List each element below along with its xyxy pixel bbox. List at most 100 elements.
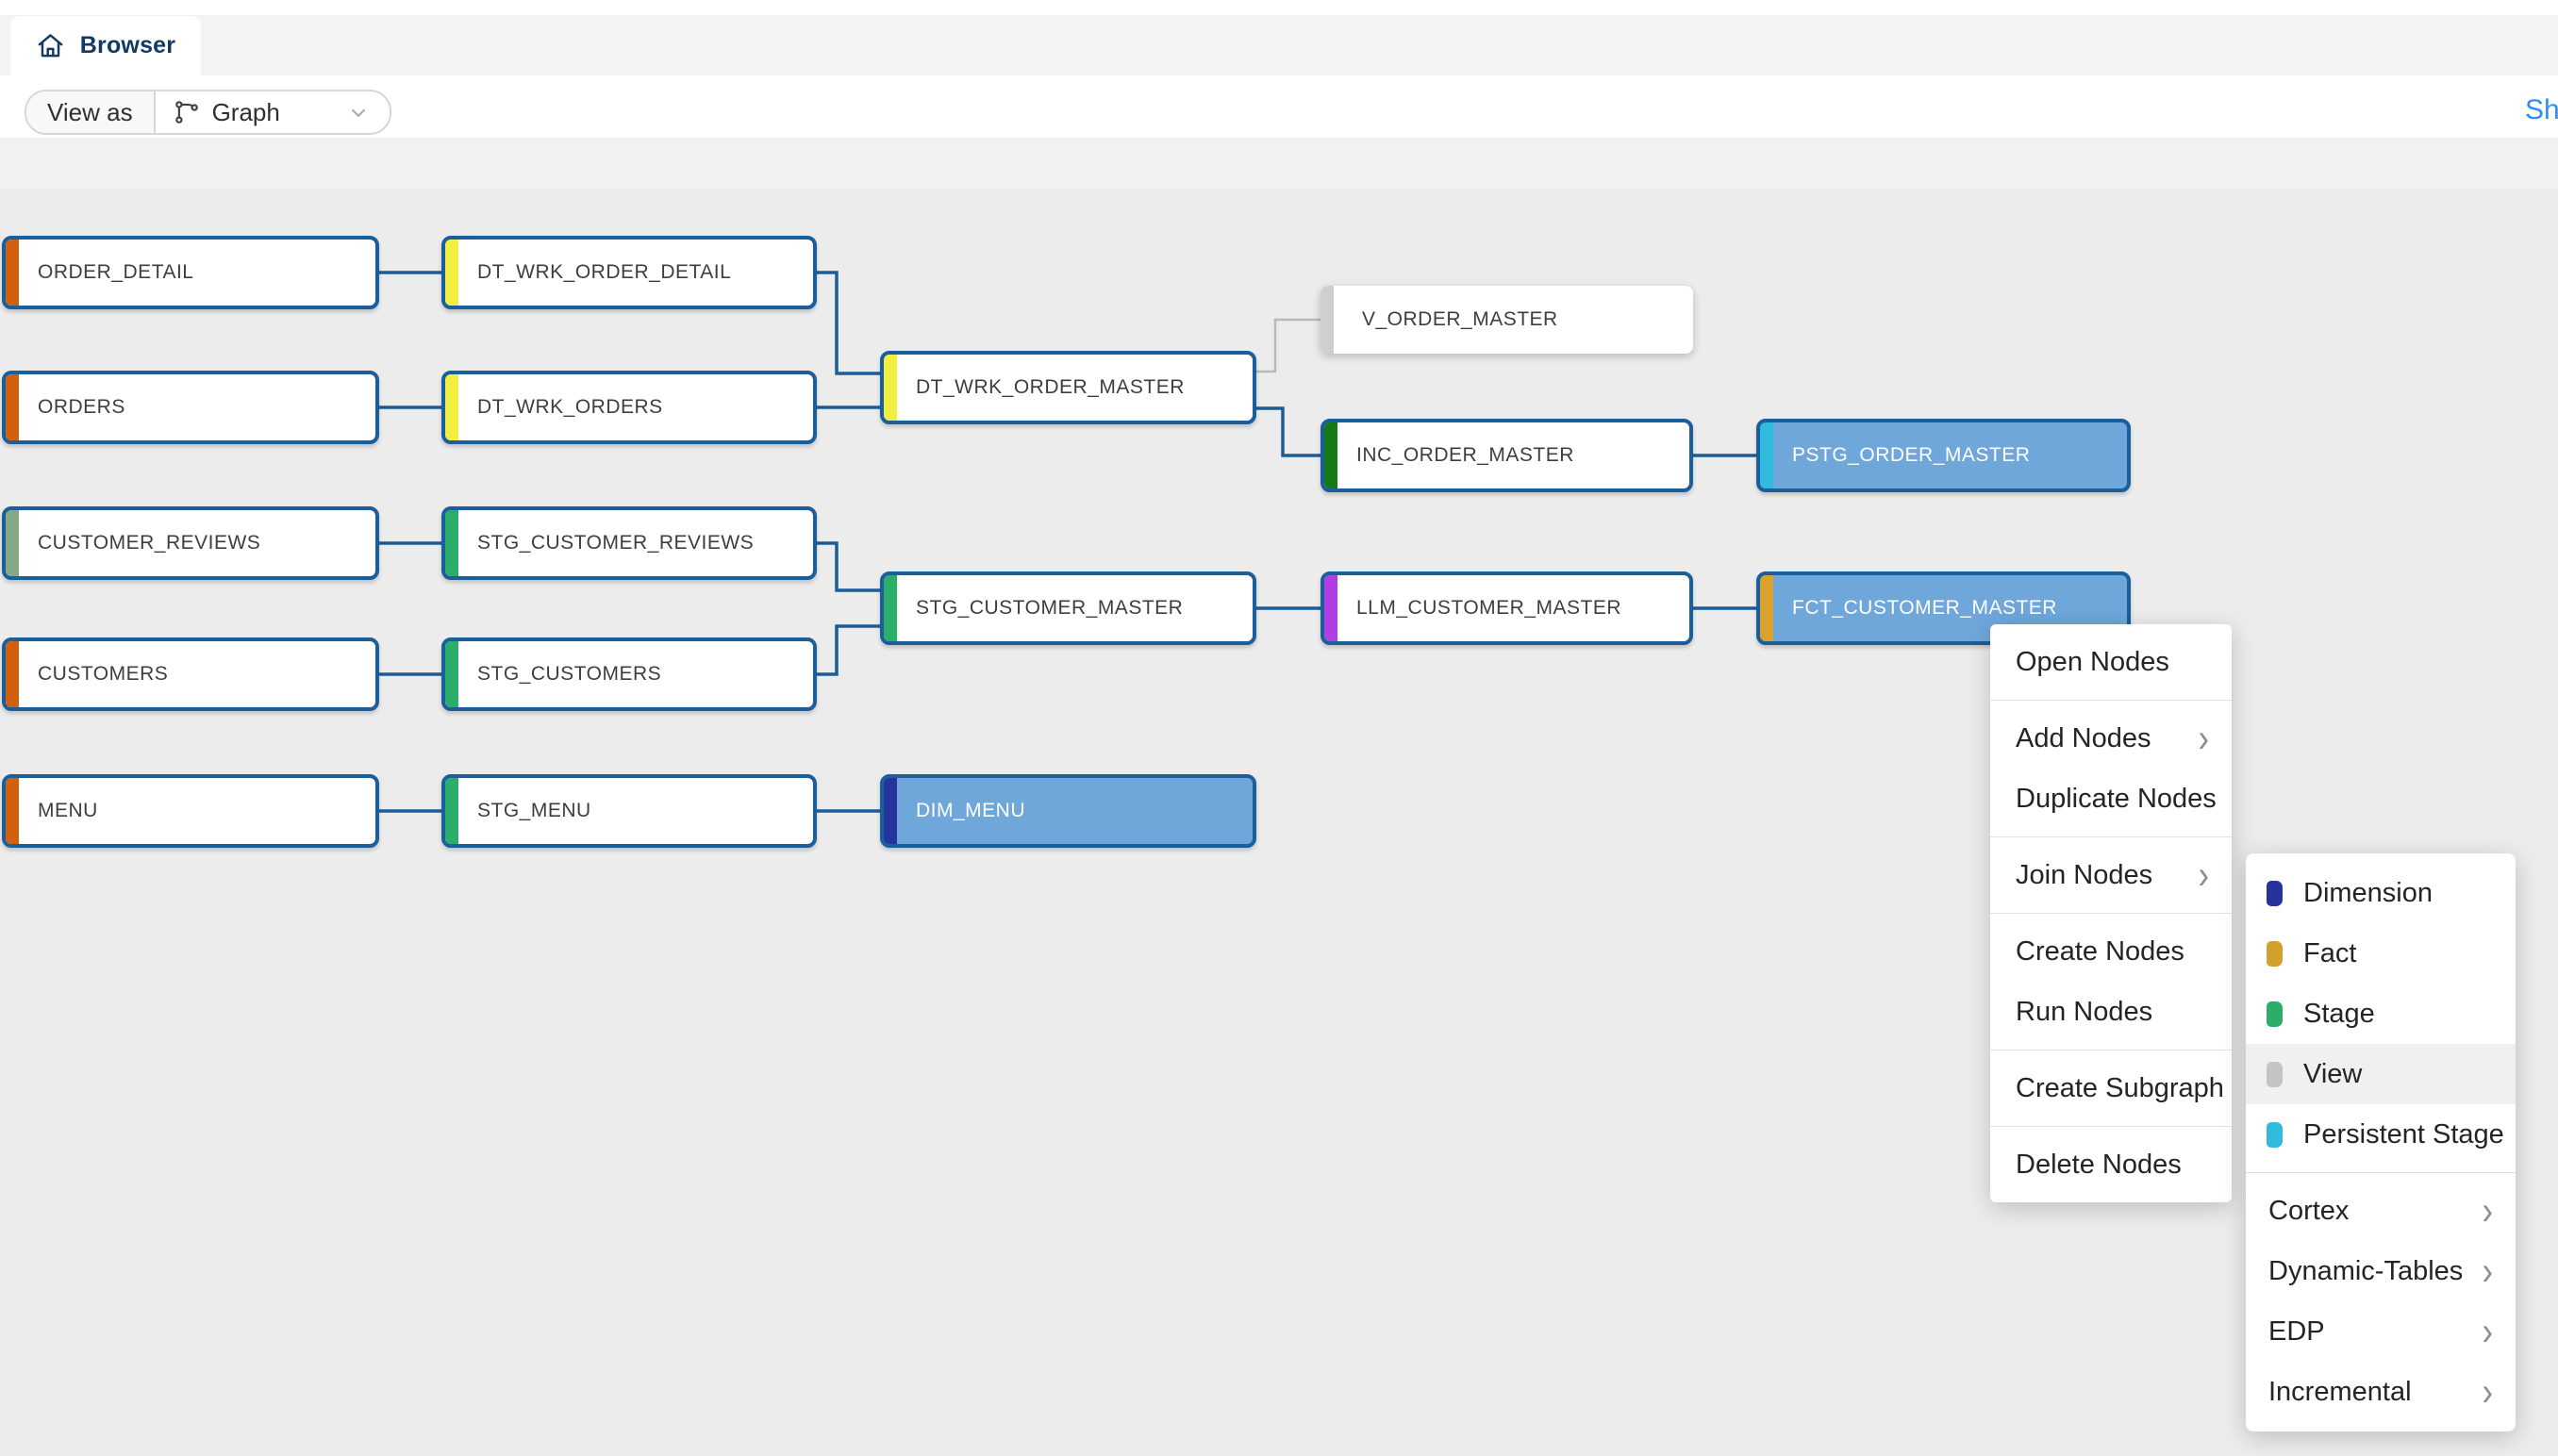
edge [1256,318,1321,373]
node-fct-customer-master[interactable]: FCT_CUSTOMER_MASTER [1756,571,2131,645]
submenu-item-incremental[interactable]: Incremental › [2246,1362,2516,1422]
submenu-arrow-icon: › [2198,716,2209,761]
node-label: FCT_CUSTOMER_MASTER [1792,597,2057,619]
submenu-arrow-icon: › [2482,1309,2493,1354]
window-top-strip [0,0,2558,15]
context-menu-item-run-nodes[interactable]: Run Nodes [1990,982,2232,1042]
node-type-bar [1321,286,1334,354]
node-label: DT_WRK_ORDER_DETAIL [477,261,732,283]
tab-browser[interactable]: Browser [10,16,201,75]
view-as-label: View as [26,91,156,133]
node-label: V_ORDER_MASTER [1362,308,1558,330]
submenu-arrow-icon: › [2482,1188,2493,1233]
node-label: ORDER_DETAIL [38,261,194,283]
menu-item-label: Fact [2303,937,2357,968]
menu-item-label: View [2303,1058,2363,1089]
submenu-item-persistent-stage[interactable]: Persistent Stage [2246,1104,2516,1165]
submenu-item-view[interactable]: View [2246,1044,2516,1104]
node-type-bar [6,240,19,306]
node-orders[interactable]: ORDERS [2,371,379,444]
menu-divider [1990,1126,2232,1127]
menu-divider [1990,836,2232,837]
node-inc-order-master[interactable]: INC_ORDER_MASTER [1321,419,1693,492]
menu-item-label: Stage [2303,998,2375,1029]
node-type-bar [445,778,458,844]
view-as-control[interactable]: View as Graph [25,90,391,135]
node-type-color-icon [2267,940,2283,967]
node-label: CUSTOMERS [38,663,169,685]
menu-item-label: Delete Nodes [2016,1149,2182,1180]
menu-item-label: Dynamic-Tables [2268,1255,2464,1286]
node-type-bar [884,355,897,421]
node-label: CUSTOMER_REVIEWS [38,532,261,554]
context-menu-item-create-subgraph[interactable]: Create Subgraph [1990,1058,2232,1118]
menu-item-label: Cortex [2268,1195,2350,1226]
node-menu[interactable]: MENU [2,774,379,848]
context-menu-item-join-nodes[interactable]: Join Nodes › [1990,845,2232,905]
node-type-bar [445,641,458,707]
menu-item-label: Dimension [2303,877,2433,908]
node-dim-menu[interactable]: DIM_MENU [880,774,1256,848]
menu-item-label: Run Nodes [2016,996,2153,1027]
node-type-bar [1324,422,1337,488]
top-right-link[interactable]: Sho [2525,94,2558,125]
context-menu-item-delete-nodes[interactable]: Delete Nodes [1990,1134,2232,1195]
context-menu-item-open-nodes[interactable]: Open Nodes [1990,632,2232,692]
node-type-bar [445,510,458,576]
context-menu-item-create-nodes[interactable]: Create Nodes [1990,921,2232,982]
menu-item-label: Persistent Stage [2303,1118,2504,1150]
node-customer-reviews[interactable]: CUSTOMER_REVIEWS [2,506,379,580]
node-type-color-icon [2267,880,2283,906]
node-label: STG_CUSTOMER_REVIEWS [477,532,755,554]
node-order-detail[interactable]: ORDER_DETAIL [2,236,379,309]
node-type-bar [884,575,897,641]
menu-item-label: Create Nodes [2016,935,2184,967]
menu-item-label: Open Nodes [2016,646,2169,677]
node-dt-wrk-order-master[interactable]: DT_WRK_ORDER_MASTER [880,351,1256,424]
submenu-item-dynamic-tables[interactable]: Dynamic-Tables› [2246,1241,2516,1301]
menu-divider [1990,913,2232,914]
node-stg-menu[interactable]: STG_MENU [441,774,817,848]
context-menu-item-add-nodes[interactable]: Add Nodes › [1990,708,2232,769]
node-llm-customer-master[interactable]: LLM_CUSTOMER_MASTER [1321,571,1693,645]
node-type-bar [445,240,458,306]
submenu-item-edp[interactable]: EDP› [2246,1301,2516,1362]
menu-item-label: Add Nodes [2016,722,2151,753]
node-dt-wrk-order-detail[interactable]: DT_WRK_ORDER_DETAIL [441,236,817,309]
edge [817,271,880,375]
context-menu-item-duplicate-nodes[interactable]: Duplicate Nodes [1990,769,2232,829]
submenu-item-stage[interactable]: Stage [2246,984,2516,1044]
submenu-item-fact[interactable]: Fact [2246,923,2516,984]
edge [817,624,880,676]
node-type-bar [445,374,458,440]
node-customers[interactable]: CUSTOMERS [2,637,379,711]
node-stg-customer-master[interactable]: STG_CUSTOMER_MASTER [880,571,1256,645]
submenu-arrow-icon: › [2198,852,2209,898]
node-stg-customers[interactable]: STG_CUSTOMERS [441,637,817,711]
chevron-down-icon [351,108,365,118]
node-stg-customer-reviews[interactable]: STG_CUSTOMER_REVIEWS [441,506,817,580]
node-label: PSTG_ORDER_MASTER [1792,444,2031,466]
edge [817,541,880,592]
submenu-item-cortex[interactable]: Cortex › [2246,1181,2516,1241]
submenu-arrow-icon: › [2482,1369,2493,1415]
node-label: ORDERS [38,396,125,418]
graph-branch-icon [174,101,198,124]
node-label: DT_WRK_ORDERS [477,396,663,418]
view-mode-dropdown[interactable]: Graph [156,91,390,133]
node-dt-wrk-orders[interactable]: DT_WRK_ORDERS [441,371,817,444]
menu-item-label: Duplicate Nodes [2016,783,2217,814]
node-label: LLM_CUSTOMER_MASTER [1356,597,1622,619]
node-type-color-icon [2267,1121,2283,1148]
node-pstg-order-master[interactable]: PSTG_ORDER_MASTER [1756,419,2131,492]
node-type-bar [6,374,19,440]
menu-item-label: Join Nodes [2016,859,2153,890]
home-icon [38,34,63,58]
submenu-item-dimension[interactable]: Dimension [2246,863,2516,923]
node-v-order-master[interactable]: V_ORDER_MASTER [1321,286,1693,354]
menu-item-label: Incremental [2268,1376,2412,1407]
node-label: DT_WRK_ORDER_MASTER [916,376,1185,398]
